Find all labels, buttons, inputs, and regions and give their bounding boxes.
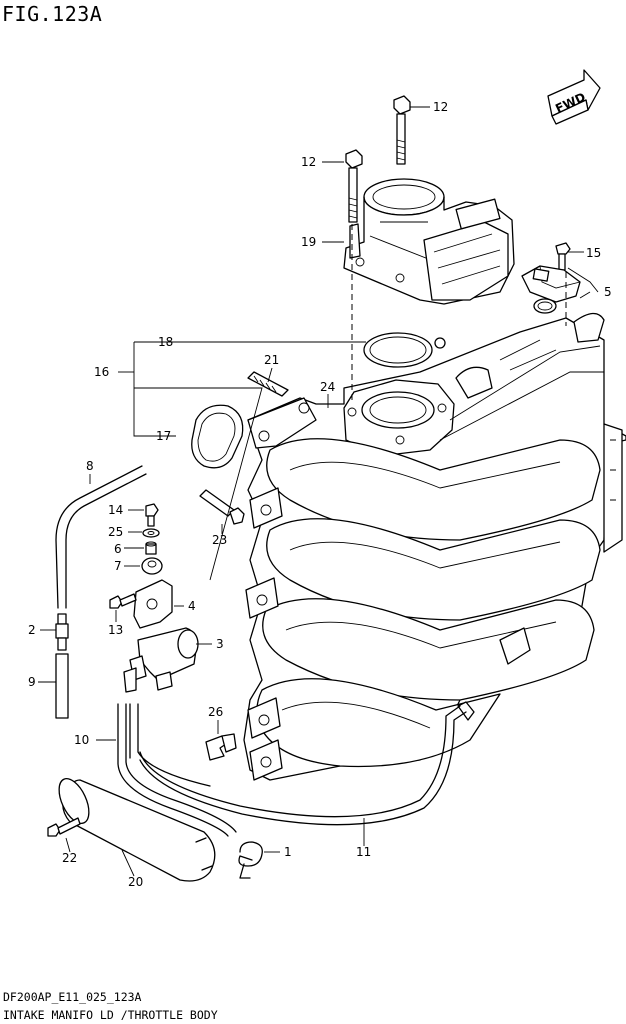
- hose-8: [55, 465, 147, 609]
- callout-21: 21: [264, 353, 279, 367]
- fwd-arrow-badge: FWD: [547, 69, 601, 125]
- clip-26: [205, 733, 237, 761]
- callout-12-upper: 12: [433, 100, 448, 114]
- callout-22: 22: [62, 851, 77, 865]
- canister-20: [58, 778, 216, 882]
- intake-manifold: [243, 312, 626, 781]
- callout-13: 13: [108, 623, 123, 637]
- callout-6: 6: [114, 542, 122, 556]
- callout-4: 4: [188, 599, 196, 613]
- callout-lines: [38, 106, 599, 877]
- callout-12-lower: 12: [301, 155, 316, 169]
- callout-24: 24: [320, 380, 335, 394]
- bolt-12-lower: [345, 149, 363, 223]
- hose-9: [55, 653, 69, 719]
- screw-15: [555, 242, 571, 271]
- grommet-7: [141, 557, 163, 575]
- callout-15: 15: [586, 246, 601, 260]
- callout-8: 8: [86, 459, 94, 473]
- callout-18: 18: [158, 335, 173, 349]
- gasket-18: [363, 332, 446, 368]
- bolt-13: [109, 593, 137, 609]
- hose-11: [139, 705, 467, 826]
- callout-20: 20: [128, 875, 143, 889]
- stud-21: [247, 371, 289, 397]
- page-title: FIG.123A: [2, 2, 103, 26]
- callout-1: 1: [284, 845, 292, 859]
- sensor-5: [521, 265, 581, 314]
- connector-2: [55, 613, 69, 651]
- solenoid-valve-3: [123, 627, 199, 693]
- gasket-17: [191, 404, 244, 469]
- callout-3: 3: [216, 637, 224, 651]
- bracket-4: [133, 579, 173, 629]
- washer-25: [142, 528, 160, 538]
- callout-11: 11: [356, 845, 371, 859]
- callout-9: 9: [28, 675, 36, 689]
- collar-6: [145, 541, 157, 555]
- callout-25: 25: [108, 525, 123, 539]
- hose-10: [117, 703, 237, 837]
- bolt-23: [199, 489, 245, 525]
- callout-26: 26: [208, 705, 223, 719]
- callout-7: 7: [114, 559, 122, 573]
- figure-code: DF200AP_E11_025_123A: [3, 990, 142, 1004]
- throttle-body: [343, 178, 515, 305]
- callout-17: 17: [156, 429, 171, 443]
- bolt-12-upper: [393, 95, 411, 165]
- callout-10: 10: [74, 733, 89, 747]
- figure-name: INTAKE MANIFO LD /THROTTLE BODY: [3, 1008, 218, 1022]
- callout-14: 14: [108, 503, 123, 517]
- callout-5: 5: [604, 285, 612, 299]
- clip-1: [238, 841, 263, 879]
- callout-19: 19: [301, 235, 316, 249]
- callout-16: 16: [94, 365, 109, 379]
- callout-2: 2: [28, 623, 36, 637]
- bolt-22: [47, 817, 81, 837]
- bolt-14: [145, 503, 159, 527]
- callout-23: 23: [212, 533, 227, 547]
